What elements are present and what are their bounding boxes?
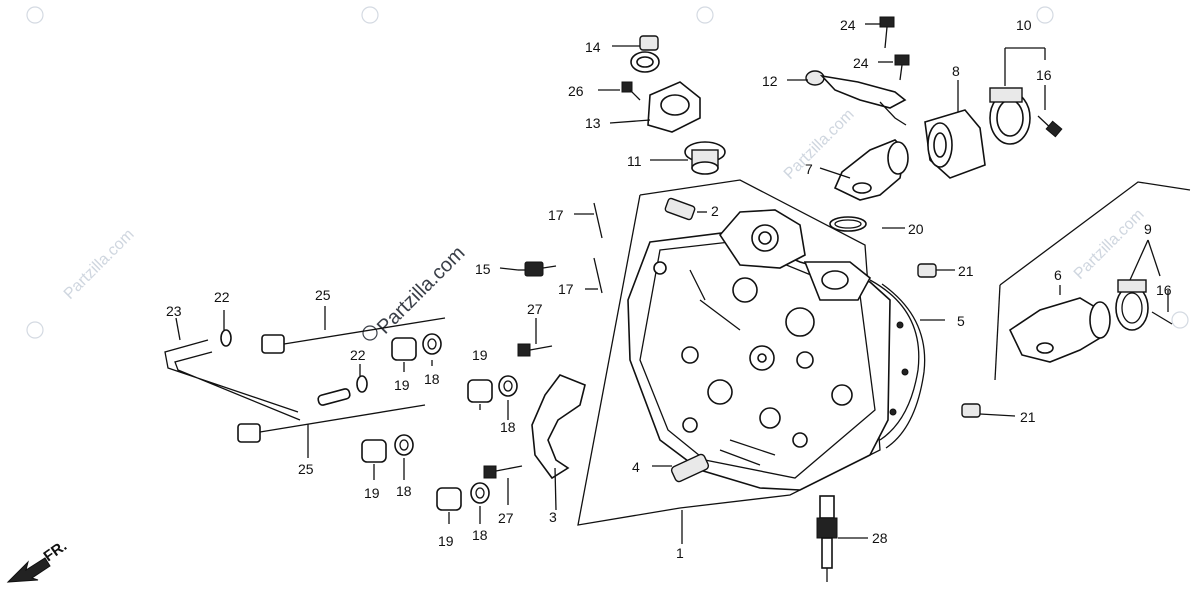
callout-18-d: 18 [472, 527, 488, 543]
part-24-bolts [879, 16, 910, 81]
part-11-thermostat [684, 141, 726, 175]
callout-28: 28 [872, 530, 888, 546]
callout-4: 4 [632, 459, 640, 475]
part-19-caps [361, 337, 493, 511]
callout-25-upper: 25 [315, 287, 331, 303]
part-3-cam-chain-guide [531, 374, 586, 480]
callout-12: 12 [762, 73, 778, 89]
callout-8: 8 [952, 63, 960, 79]
part-28-spark-plug [816, 495, 838, 582]
callout-20: 20 [908, 221, 924, 237]
part-7-intake-pipe [833, 139, 909, 201]
part-18-washers [394, 333, 518, 504]
callout-16-right: 16 [1156, 282, 1172, 298]
callout-3: 3 [549, 509, 557, 525]
part-15-temp-sensor [518, 261, 557, 277]
part-6-group-outline [994, 181, 1191, 381]
watermark-main: Partzilla.com [373, 242, 470, 339]
part-16-screw-right [1151, 311, 1173, 325]
part-25-long-bolts [237, 317, 446, 443]
callout-labels: 1 2 3 4 5 6 7 8 9 10 11 12 13 14 15 16 1… [166, 17, 1172, 561]
part-9-band-clamp [1115, 279, 1149, 331]
cylinder-head [627, 209, 926, 491]
watermark-copyright-icon [362, 325, 378, 341]
callout-10: 10 [1016, 17, 1032, 33]
part-16-screw-top [1037, 115, 1063, 138]
callout-15: 15 [475, 261, 491, 277]
callout-18-a: 18 [424, 371, 440, 387]
part-22-clips [220, 329, 368, 393]
callout-13: 13 [585, 115, 601, 131]
part-27-bolts [483, 343, 553, 479]
front-direction-arrow-icon [6, 557, 51, 583]
callout-9: 9 [1144, 221, 1152, 237]
callout-24-lower: 24 [853, 55, 869, 71]
callout-16-top: 16 [1036, 67, 1052, 83]
part-6-intake-pipe-alt [1008, 297, 1111, 363]
part-8-insulator [924, 109, 986, 179]
callout-18-b: 18 [500, 419, 516, 435]
callout-27-lower: 27 [498, 510, 514, 526]
callout-2: 2 [711, 203, 719, 219]
callout-7: 7 [805, 161, 813, 177]
part-20-o-ring [829, 216, 867, 232]
callout-5: 5 [957, 313, 965, 329]
callout-17-lower: 17 [558, 281, 574, 297]
callout-19-d: 19 [438, 533, 454, 549]
callout-19-c: 19 [364, 485, 380, 501]
callout-26: 26 [568, 83, 584, 99]
watermark-faint-right: Partzilla.com [1071, 206, 1148, 283]
callout-18-c: 18 [396, 483, 412, 499]
callout-19-b: 19 [472, 347, 488, 363]
callout-1: 1 [676, 545, 684, 561]
callout-21-upper: 21 [958, 263, 974, 279]
part-23-breather-hose [164, 339, 351, 421]
part-17-studs [593, 202, 603, 294]
part-2-collar [664, 197, 696, 221]
part-4-collar [670, 453, 710, 483]
part-14-hose-clamp [630, 35, 660, 73]
callout-22-lower: 22 [350, 347, 366, 363]
watermark-faint-left: Partzilla.com [61, 226, 138, 303]
part-12-bracket [805, 70, 907, 126]
callout-21-lower: 21 [1020, 409, 1036, 425]
callout-23: 23 [166, 303, 182, 319]
callout-27-upper: 27 [527, 301, 543, 317]
part-13-thermostat-cover [647, 81, 701, 133]
part-21-dowel-pins [917, 263, 981, 418]
callout-19-a: 19 [394, 377, 410, 393]
callout-17-upper: 17 [548, 207, 564, 223]
callout-6: 6 [1054, 267, 1062, 283]
part-26-bolt [621, 81, 641, 101]
callout-24-upper: 24 [840, 17, 856, 33]
leader-lines [175, 23, 1169, 544]
callout-11: 11 [627, 153, 642, 169]
watermark-copyright-icons [26, 6, 1189, 339]
callout-14: 14 [585, 39, 601, 55]
part-10-band-clamp [989, 87, 1031, 145]
callout-25-lower: 25 [298, 461, 314, 477]
callout-22-upper: 22 [214, 289, 230, 305]
